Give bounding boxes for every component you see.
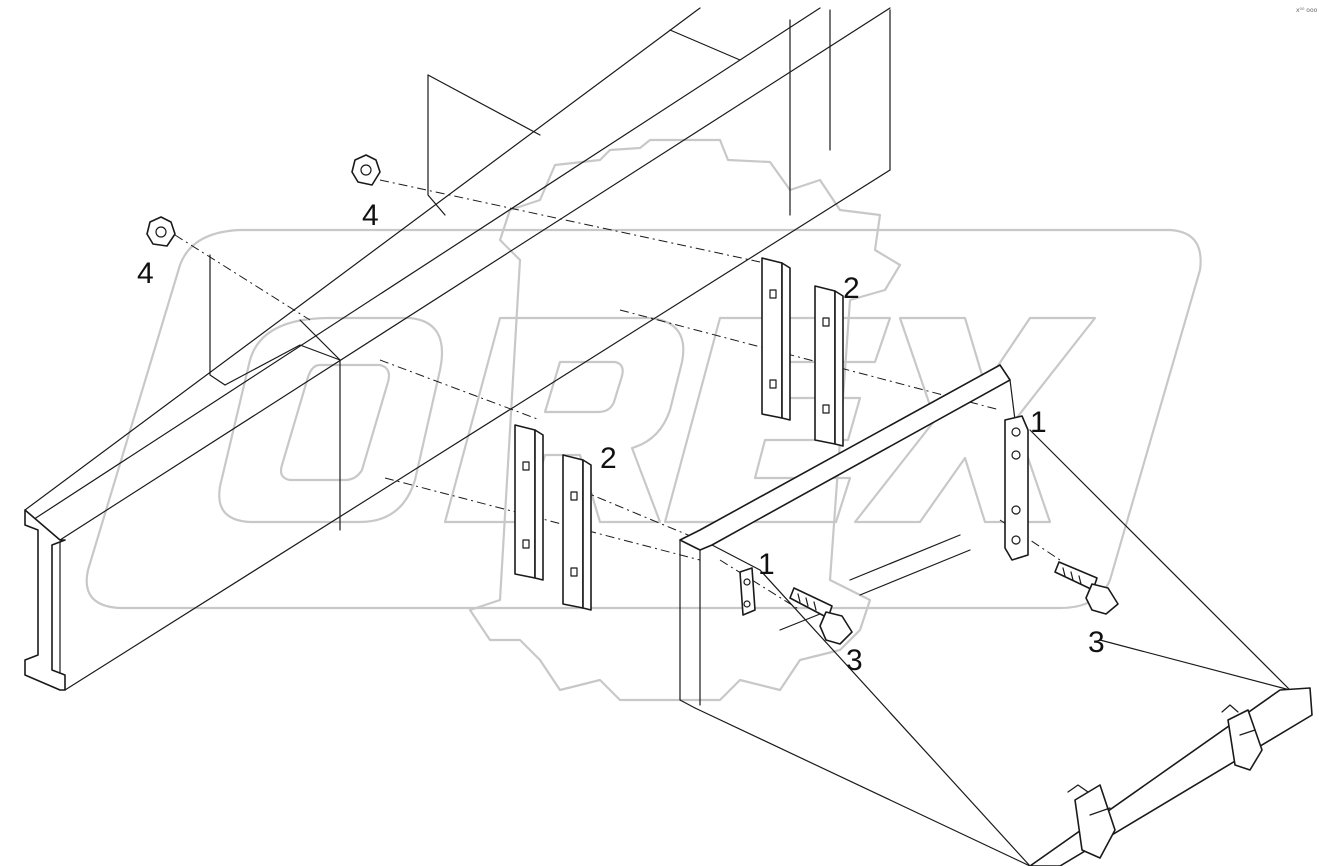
watermark-letter-o xyxy=(218,316,444,524)
callout-labels: 4 4 2 2 1 1 3 3 xyxy=(137,199,1105,677)
hose-clamp-upper xyxy=(1221,704,1263,771)
hose-clamp-lower xyxy=(1067,784,1116,859)
bolt-left xyxy=(789,587,853,645)
nut-lower xyxy=(146,216,176,247)
callout-1-right: 1 xyxy=(1030,406,1047,439)
mounting-plate-upper xyxy=(761,257,844,447)
nut-upper xyxy=(351,154,381,186)
watermark-letter-e xyxy=(663,316,892,524)
corner-mark: x⁰⁰ ooo xyxy=(1296,7,1318,14)
watermark-letter-r xyxy=(443,316,685,524)
callout-3-left: 3 xyxy=(846,644,863,677)
frame-rail xyxy=(24,7,891,691)
watermark-frame xyxy=(85,228,1202,610)
orex-watermark xyxy=(85,138,1202,702)
callout-4-upper: 4 xyxy=(362,199,379,232)
callout-3-right: 3 xyxy=(1088,626,1105,659)
watermark-letter-x xyxy=(853,316,1097,524)
callout-2-upper: 2 xyxy=(843,272,860,305)
assembly-axes xyxy=(174,179,1061,611)
bracket-strap-right xyxy=(1004,415,1029,561)
bracket-strap-left xyxy=(739,567,756,616)
callout-2-lower: 2 xyxy=(600,442,617,475)
callout-1-left: 1 xyxy=(758,548,775,581)
mounting-plate-lower xyxy=(514,424,592,611)
callout-4-lower: 4 xyxy=(137,257,154,290)
bolt-right xyxy=(1054,561,1119,615)
watermark-gear xyxy=(468,138,902,702)
